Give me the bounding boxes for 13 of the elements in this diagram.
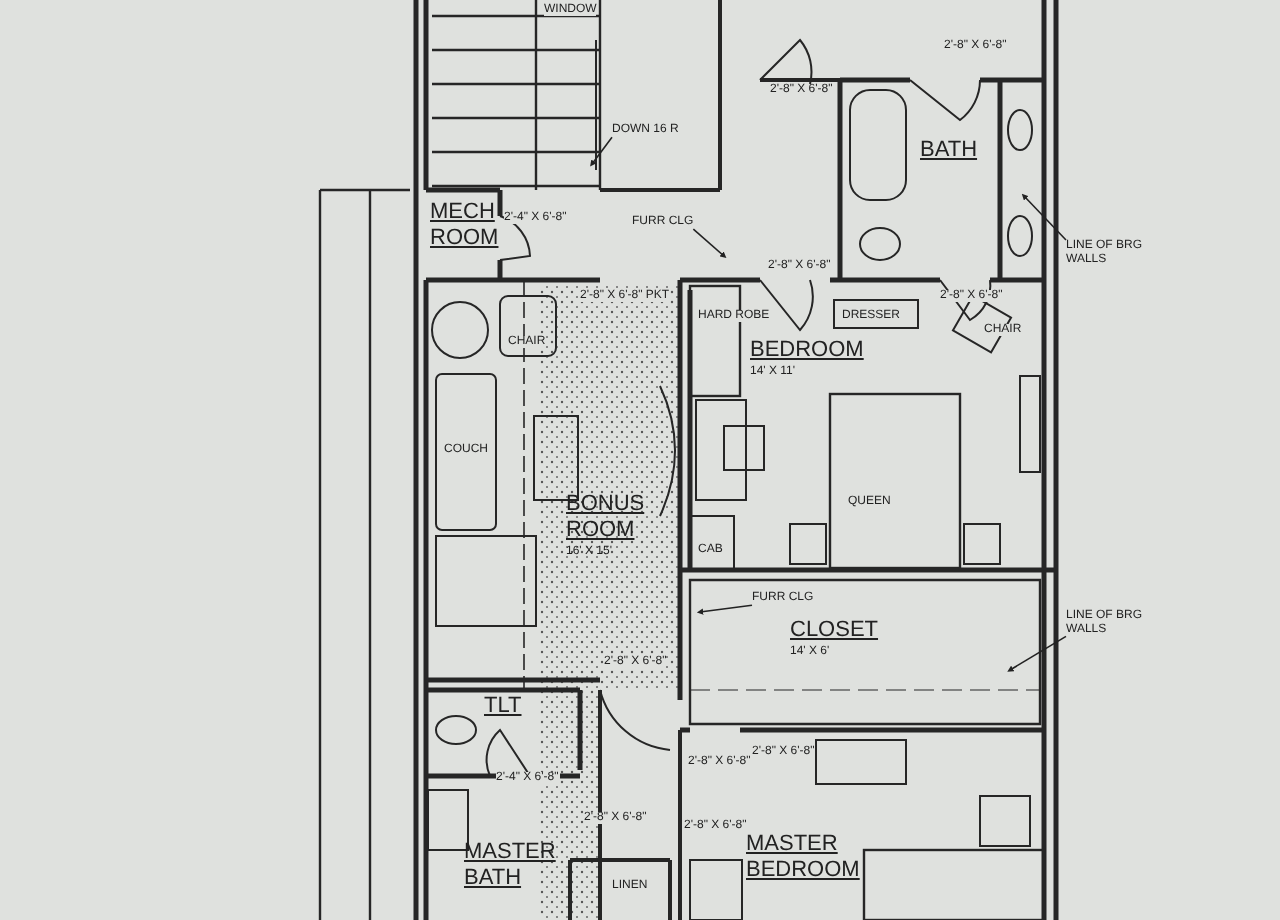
room-name: BEDROOM bbox=[750, 340, 864, 362]
room-name: BONUS ROOM bbox=[566, 492, 647, 545]
room-name: TLT bbox=[484, 696, 522, 718]
leader-line bbox=[692, 228, 727, 259]
room-name: MASTER BATH bbox=[464, 840, 556, 893]
leader-line bbox=[590, 136, 613, 167]
room-name: CLOSET bbox=[790, 620, 879, 642]
room-name: MASTER BEDROOM bbox=[746, 832, 862, 885]
leader-line bbox=[696, 604, 753, 615]
leader-line bbox=[1021, 193, 1067, 241]
room-name: BATH bbox=[920, 140, 978, 162]
leader-line bbox=[1007, 635, 1067, 672]
room-name: MECH ROOM bbox=[430, 200, 499, 253]
